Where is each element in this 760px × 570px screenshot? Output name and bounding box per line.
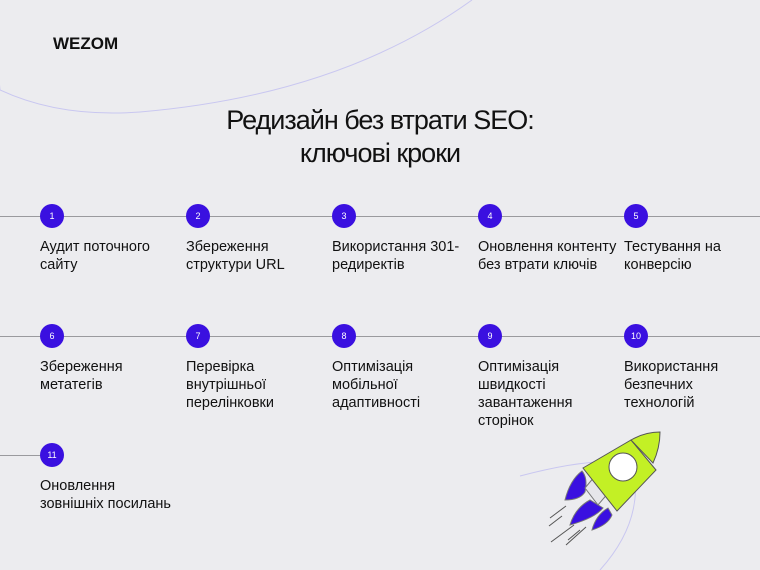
step-number-badge: 2 [186, 204, 210, 228]
step-number-badge: 7 [186, 324, 210, 348]
step-label: Оновлення контенту без втрати ключів [478, 239, 617, 273]
step-label: Збереження структури URL [186, 239, 285, 273]
step-label: Перевірка внутрішньої перелінковки [186, 359, 274, 411]
step-label: Аудит поточного сайту [40, 239, 150, 273]
step-number-badge: 11 [40, 443, 64, 467]
step-number-badge: 3 [332, 204, 356, 228]
page-title: Редизайн без втрати SEO: ключові кроки [0, 104, 760, 170]
step-label: Оновлення зовнішніх посилань [40, 478, 171, 512]
step-number-badge: 5 [624, 204, 648, 228]
step-label: Використання 301-редиректів [332, 239, 460, 273]
step-number-badge: 10 [624, 324, 648, 348]
step-label: Оптимізація мобільної адаптивності [332, 359, 421, 411]
timeline-row-2 [0, 336, 760, 337]
timeline-row-3 [0, 455, 52, 456]
step-number-badge: 1 [40, 204, 64, 228]
step-label: Тестування на конверсію [624, 239, 721, 273]
title-line-2: ключові кроки [299, 138, 461, 168]
step-number-badge: 8 [332, 324, 356, 348]
step-label: Оптимізація швидкості завантаження сторі… [478, 359, 573, 429]
title-line-1: Редизайн без втрати SEO: [226, 105, 534, 135]
timeline-row-1 [0, 216, 760, 217]
step-label: Збереження метатегів [40, 359, 123, 393]
step-number-badge: 4 [478, 204, 502, 228]
step-number-badge: 6 [40, 324, 64, 348]
step-label: Використання безпечних технологій [624, 359, 719, 411]
step-number-badge: 9 [478, 324, 502, 348]
wezom-logo: WEZOM [53, 34, 119, 53]
